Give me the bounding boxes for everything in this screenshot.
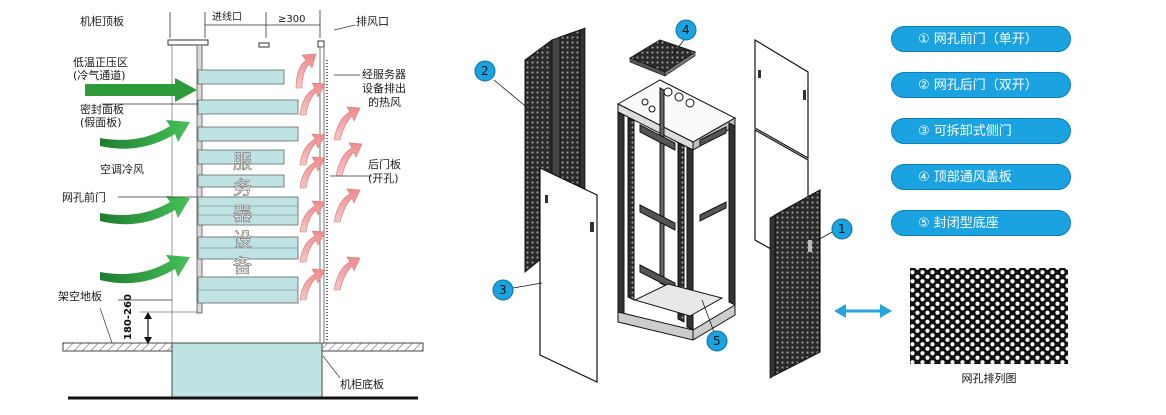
legend-item-rear-door: ② 网孔后门（双开） bbox=[891, 72, 1071, 98]
callout-1-label: 1 bbox=[838, 222, 846, 236]
label-hot-air-1: 经服务器 bbox=[362, 68, 406, 81]
server-text-char: 服 bbox=[233, 151, 252, 173]
label-hot-air-3: 的热风 bbox=[368, 95, 401, 109]
server-text-char: 设 bbox=[233, 229, 252, 251]
label-gap: ≥300 bbox=[278, 14, 305, 25]
legend-item-base: ⑤ 封闭型底座 bbox=[891, 210, 1071, 236]
label-exhaust-port: 排风口 bbox=[356, 14, 389, 28]
label-cabinet-top: 机柜顶板 bbox=[80, 14, 124, 28]
callout-4: 4 bbox=[675, 19, 697, 41]
label-cabinet-base: 机柜底板 bbox=[340, 377, 384, 391]
legend-item-front-door: ① 网孔前门（单开） bbox=[891, 26, 1071, 52]
cold-air-arrow-main bbox=[85, 78, 197, 102]
mesh-pattern-swatch bbox=[910, 268, 1068, 364]
callout-1: 1 bbox=[831, 218, 853, 240]
label-mesh-front-door: 网孔前门 bbox=[62, 190, 106, 204]
top-vent-plate bbox=[628, 39, 697, 77]
hot-air-arrows bbox=[295, 53, 363, 301]
server-text-char: 器 bbox=[233, 203, 252, 225]
callout-5-label: 5 bbox=[713, 334, 721, 348]
cold-air-arrows bbox=[85, 78, 197, 284]
server-unit bbox=[197, 149, 285, 165]
cold-air-plenum bbox=[171, 342, 323, 399]
cabinet-frame bbox=[616, 79, 737, 341]
legend-item-side-door: ③ 可拆卸式侧门 bbox=[891, 118, 1071, 144]
server-unit bbox=[197, 196, 299, 226]
label-ac-cold-air: 空调冷风 bbox=[100, 162, 144, 176]
cold-air-arrow bbox=[100, 120, 190, 149]
server-unit bbox=[197, 174, 285, 188]
label-low-temp-zone: 低温正压区 bbox=[73, 56, 128, 69]
cold-air-arrow bbox=[100, 196, 190, 225]
server-text-char: 务 bbox=[233, 177, 252, 199]
mesh-caption: 网孔排列图 bbox=[961, 372, 1017, 385]
server-unit bbox=[197, 126, 299, 142]
server-stack bbox=[197, 69, 299, 304]
callout-5: 5 bbox=[706, 330, 728, 352]
label-dummy-panel: (假面板) bbox=[80, 115, 122, 129]
callout-4-label: 4 bbox=[682, 23, 690, 37]
double-arrow bbox=[834, 304, 892, 318]
label-rear-door-note: (开孔) bbox=[368, 172, 399, 185]
label-raised-floor: 架空地板 bbox=[58, 289, 102, 303]
callout-2-label: 2 bbox=[481, 64, 489, 78]
label-blanking-panel: 密封面板 bbox=[80, 102, 124, 116]
callout-3: 3 bbox=[492, 279, 514, 301]
cold-air-arrow bbox=[100, 255, 190, 284]
height-range-label: 180-260 bbox=[123, 294, 134, 340]
callout-3-label: 3 bbox=[499, 283, 507, 297]
cabinet-top-plate bbox=[167, 39, 209, 46]
side-panel-upper bbox=[754, 38, 809, 160]
label-rear-door: 后门板 bbox=[368, 157, 401, 171]
side-door bbox=[539, 167, 598, 383]
label-hot-air-2: 设备排出 bbox=[362, 81, 406, 95]
callout-2: 2 bbox=[474, 60, 496, 82]
front-mesh-door-3d bbox=[769, 188, 821, 379]
airflow-diagram: 服 务 器 设 备 bbox=[58, 10, 424, 400]
server-unit bbox=[197, 69, 285, 85]
server-unit bbox=[197, 99, 299, 115]
cable-inlet bbox=[258, 42, 270, 48]
label-cold-aisle: (冷气通道) bbox=[73, 68, 126, 82]
rear-door bbox=[319, 46, 325, 344]
server-text-char: 备 bbox=[233, 255, 252, 277]
legend-item-top-vent: ④ 顶部通风盖板 bbox=[891, 164, 1071, 190]
exhaust-port bbox=[317, 40, 325, 48]
exploded-view: 1 2 3 4 5 bbox=[474, 19, 892, 383]
label-cable-inlet: 进线口 bbox=[212, 10, 242, 23]
